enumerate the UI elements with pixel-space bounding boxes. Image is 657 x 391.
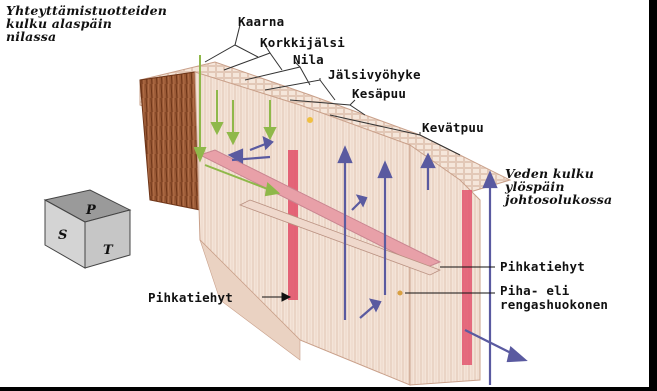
resin-duct-right-label: Pihkatiehyt <box>500 259 585 274</box>
bark-front-face <box>140 72 200 210</box>
bordered-pit <box>398 291 403 296</box>
cube-top-letter: P <box>86 204 96 217</box>
summer-wood-label: Kesäpuu <box>352 86 406 101</box>
spring-wood-label: Kevätpuu <box>422 120 484 135</box>
bark-label: Kaarna <box>238 14 284 29</box>
bottom-border <box>0 387 657 391</box>
resin-duct-left-label: Pihkatiehyt <box>148 290 233 305</box>
block-front-face <box>195 72 410 385</box>
pit-line-1: Piha- eli <box>500 284 608 298</box>
cambium-dot <box>307 117 313 123</box>
pit-label: Piha- eli rengashuokonen <box>500 284 608 312</box>
water-transport-label: Veden kulku ylöspäin johtosolukossa <box>505 167 612 206</box>
cube-left-letter: S <box>58 229 68 242</box>
pit-line-2: rengashuokonen <box>500 298 608 312</box>
sugar-transport-line-3: nilassa <box>6 30 167 43</box>
resin-duct-right <box>462 190 472 365</box>
right-border <box>649 0 657 391</box>
phloem-label: Nila <box>293 52 324 67</box>
cube-right-letter: T <box>103 244 113 257</box>
cork-cambium-label: Korkkijälsi <box>260 35 345 50</box>
sugar-transport-label: Yhteyttämistuotteiden kulku alaspäin nil… <box>6 4 167 43</box>
cambium-label: Jälsivyöhyke <box>328 67 421 82</box>
water-transport-line-3: johtosolukossa <box>505 193 612 206</box>
